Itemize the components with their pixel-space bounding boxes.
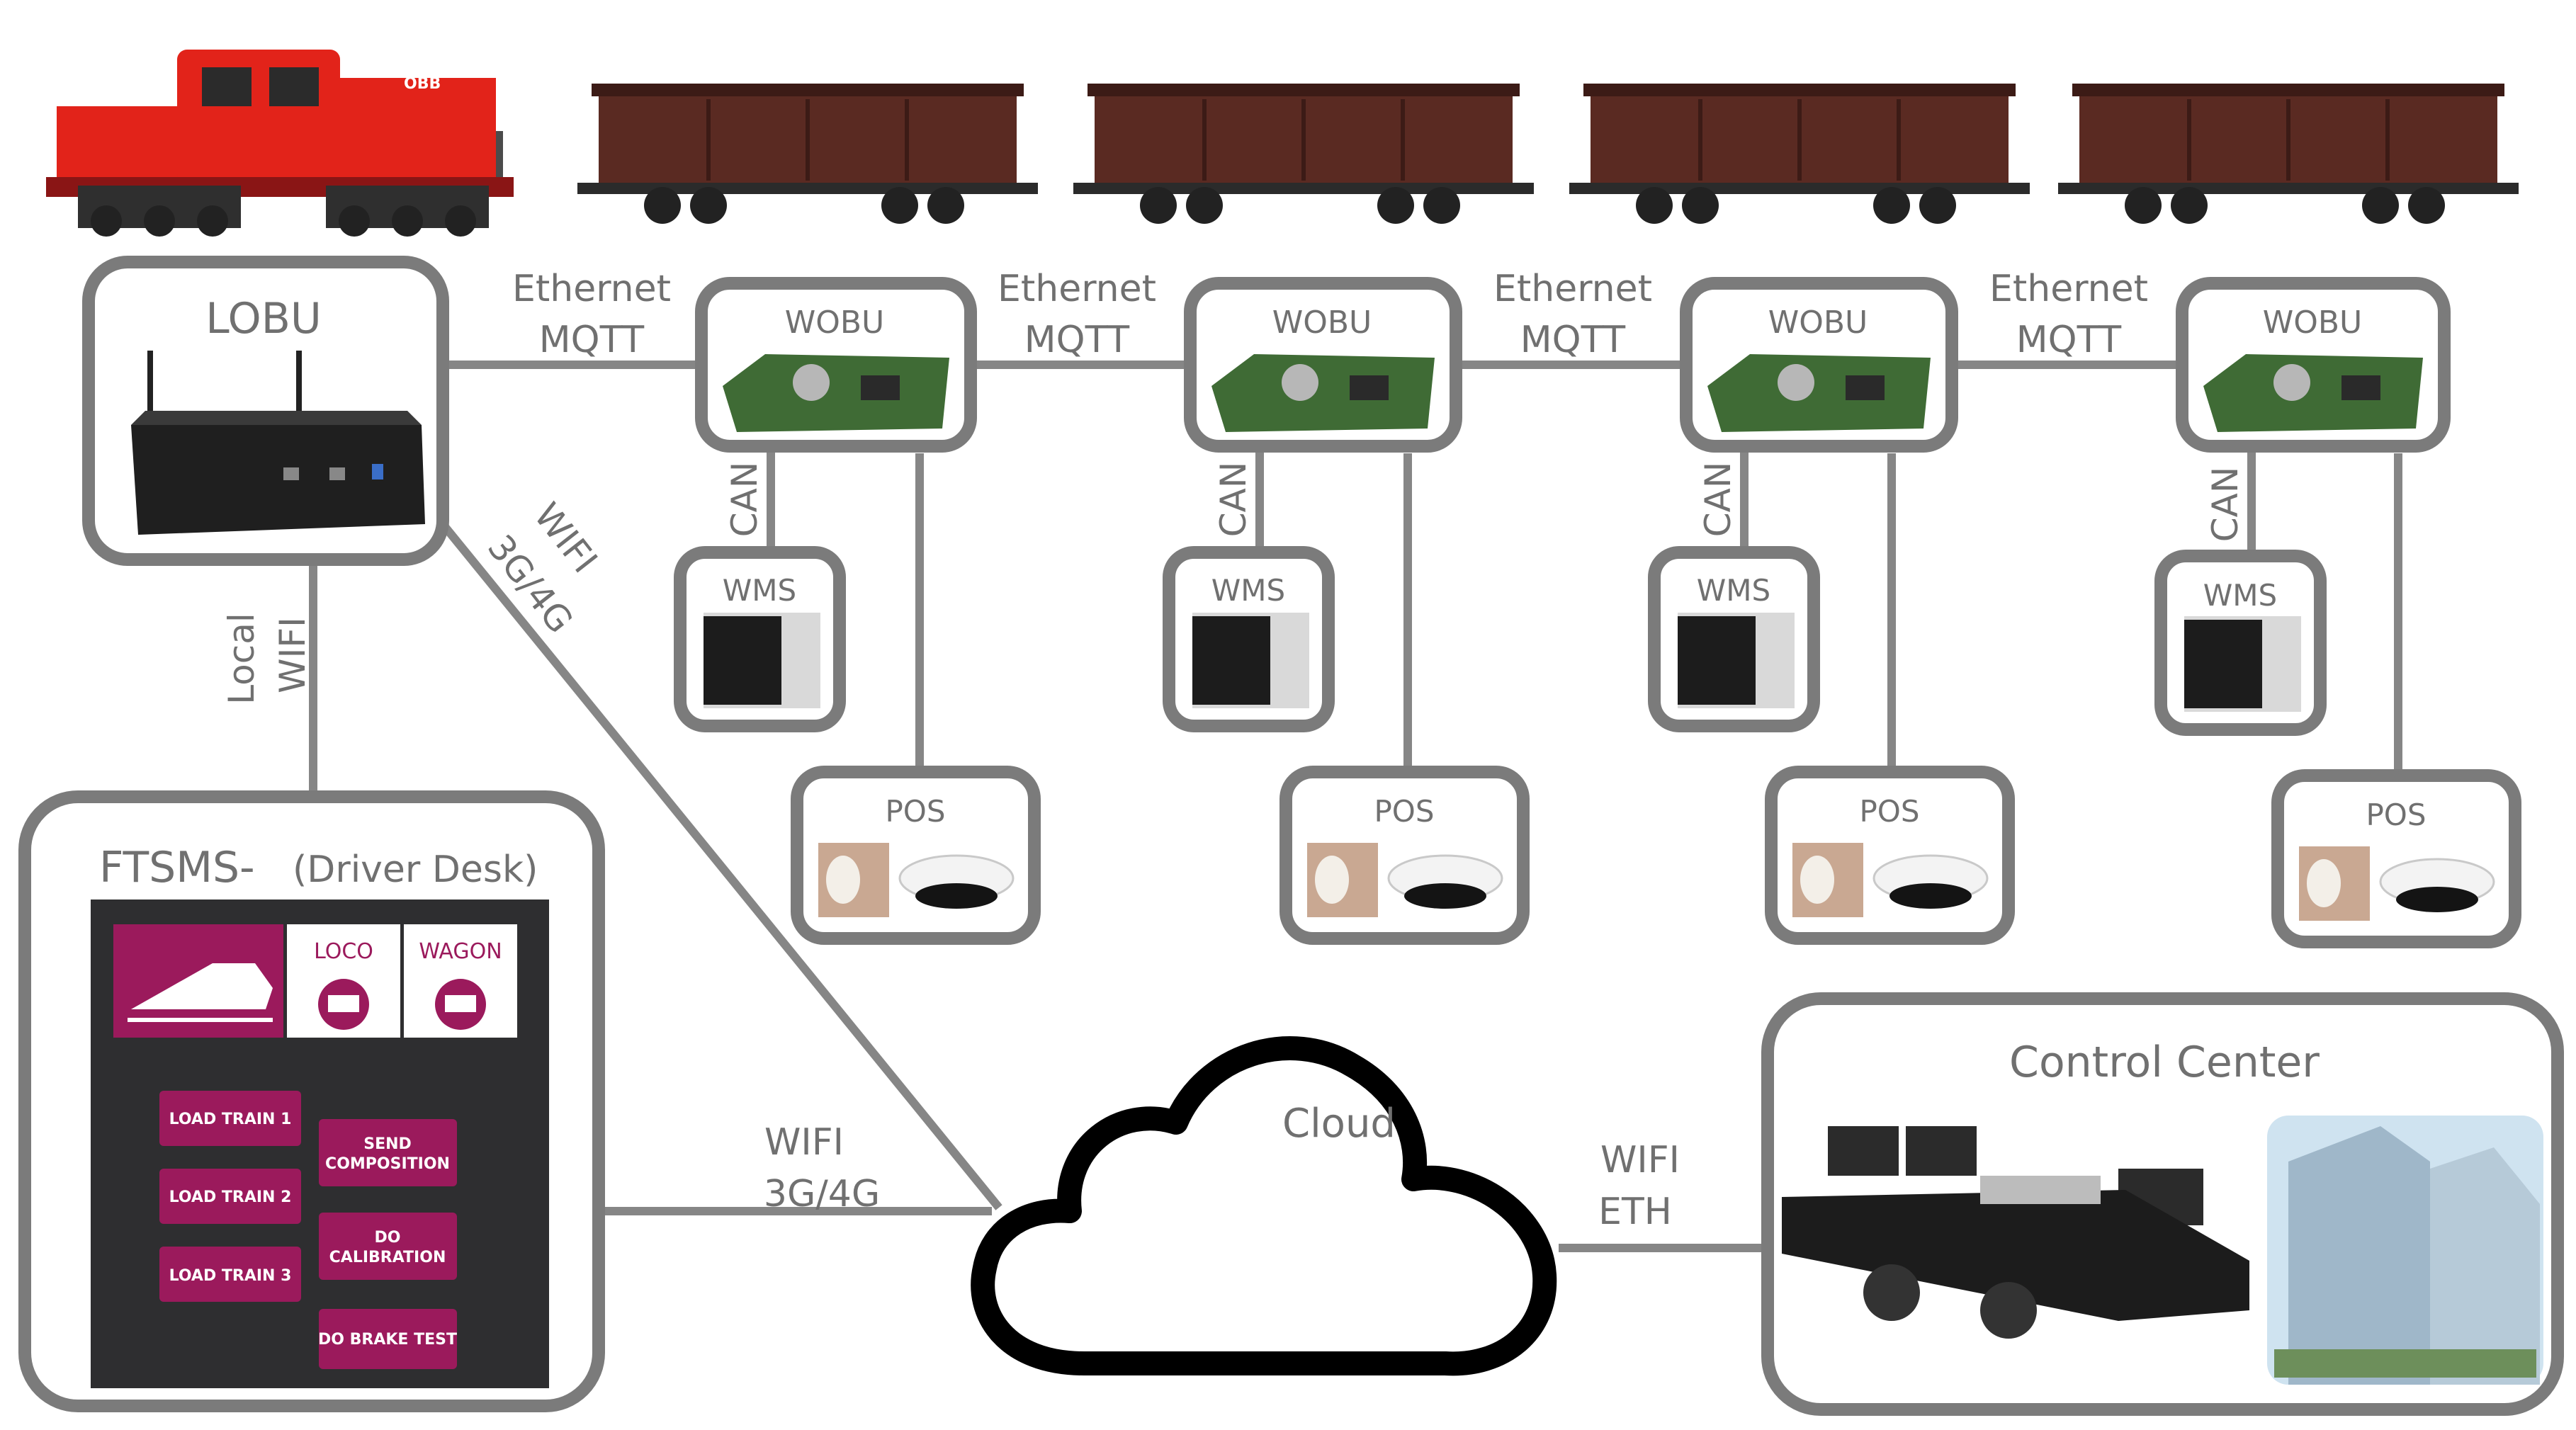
- sensor-module-icon: [704, 613, 820, 708]
- control-center-title: Control Center: [2009, 1038, 2320, 1087]
- can-label-2: CAN: [1213, 462, 1254, 538]
- wagon-image-3: [1569, 84, 2030, 224]
- ethernet-label-2: Ethernet: [998, 268, 1156, 310]
- industrial-pc-icon: [131, 351, 425, 535]
- sensor-module-icon: [2184, 616, 2301, 712]
- load-train-3-button[interactable]: [159, 1247, 301, 1302]
- load-train-1-button[interactable]: [159, 1091, 301, 1146]
- send-composition-label-1: SEND: [363, 1135, 412, 1153]
- can-label-4: CAN: [2205, 467, 2246, 543]
- mqtt-label-1: MQTT: [539, 319, 645, 361]
- tab-wagon-label: WAGON: [419, 939, 502, 964]
- can-label-3: CAN: [1697, 462, 1739, 538]
- circuit-board-icon: [2203, 354, 2423, 432]
- ftsms-cloud-3g4g-label: 3G/4G: [764, 1173, 880, 1215]
- do-calibration-label-1: DO: [375, 1229, 401, 1247]
- sensor-module-icon: [1192, 613, 1309, 708]
- wagon-image-4: [2058, 84, 2519, 224]
- pos-node-3: POS: [1765, 766, 2015, 945]
- wobu-title-1: WOBU: [785, 305, 885, 341]
- ftsms-cloud-wifi-label: WIFI: [764, 1121, 844, 1164]
- wobu-node-3: WOBU: [1680, 277, 1958, 453]
- circuit-board-icon: [723, 354, 949, 432]
- gnss-antenna-icon: [2299, 846, 2495, 921]
- lobu-node: LOBU: [82, 256, 449, 566]
- cloud-icon: [971, 1036, 1557, 1376]
- tab-loco-label: LOCO: [314, 939, 373, 964]
- wagon-image-2: [1073, 84, 1534, 224]
- cloud-label: Cloud: [1282, 1101, 1396, 1147]
- wobu-node-4: WOBU: [2176, 277, 2451, 453]
- svg-text:ÖBB: ÖBB: [404, 74, 441, 93]
- load-train-2-label: LOAD TRAIN 2: [169, 1188, 292, 1206]
- mqtt-label-3: MQTT: [1520, 319, 1626, 361]
- wobu-node-1: WOBU: [695, 277, 977, 453]
- ftsms-subtitle: (Driver Desk): [293, 849, 538, 891]
- locomotive-image: ÖBB: [46, 50, 514, 237]
- circuit-board-icon: [1211, 354, 1435, 432]
- send-composition-label-2: COMPOSITION: [325, 1155, 450, 1173]
- do-brake-test-label: DO BRAKE TEST: [318, 1331, 457, 1349]
- ethernet-label-4: Ethernet: [1989, 268, 2148, 310]
- gnss-antenna-icon: [818, 843, 1015, 917]
- office-building-icon: [2267, 1116, 2543, 1385]
- connection-wires: [309, 361, 2402, 1252]
- pos-title-1: POS: [885, 794, 945, 829]
- do-calibration-label-2: CALIBRATION: [329, 1249, 446, 1266]
- wms-node-2: WMS: [1163, 546, 1335, 732]
- ftsms-node: FTSMS- (Driver Desk) LOCO WAGON LOAD TRA…: [18, 790, 605, 1412]
- pos-node-1: POS: [791, 766, 1041, 945]
- sensor-module-icon: [1678, 613, 1795, 708]
- wobu-node-2: WOBU: [1184, 277, 1462, 453]
- circuit-board-icon: [1707, 354, 1931, 432]
- wms-node-3: WMS: [1648, 546, 1820, 732]
- wms-node-4: WMS: [2154, 550, 2327, 736]
- local-wifi-label: WIFI: [272, 617, 313, 693]
- pos-node-2: POS: [1279, 766, 1530, 945]
- load-train-2-button[interactable]: [159, 1169, 301, 1224]
- pos-node-4: POS: [2271, 769, 2521, 948]
- pos-title-2: POS: [1374, 794, 1434, 829]
- wms-title-1: WMS: [723, 573, 796, 608]
- gnss-antenna-icon: [1307, 843, 1503, 917]
- wobu-title-3: WOBU: [1768, 305, 1868, 341]
- wms-title-4: WMS: [2203, 578, 2277, 613]
- control-center-node: Control Center: [1761, 992, 2564, 1416]
- mqtt-label-2: MQTT: [1024, 319, 1130, 361]
- wms-title-2: WMS: [1211, 573, 1285, 608]
- load-train-1-label: LOAD TRAIN 1: [169, 1111, 292, 1128]
- mqtt-label-4: MQTT: [2016, 319, 2122, 361]
- wms-title-3: WMS: [1697, 573, 1770, 608]
- pos-title-3: POS: [1859, 794, 1919, 829]
- wobu-title-4: WOBU: [2263, 305, 2363, 341]
- operator-console-icon: [1782, 1126, 2249, 1339]
- local-label: Local: [221, 613, 262, 705]
- ethernet-label-1: Ethernet: [512, 268, 671, 310]
- can-label-1: CAN: [724, 462, 765, 538]
- cloud-node: Cloud: [971, 1036, 1557, 1376]
- lobu-title: LOBU: [205, 294, 322, 344]
- do-calibration-button[interactable]: [319, 1213, 457, 1280]
- ftsms-title: FTSMS-: [99, 843, 255, 892]
- ethernet-label-3: Ethernet: [1493, 268, 1652, 310]
- gnss-antenna-icon: [1792, 843, 1989, 917]
- do-brake-test-button[interactable]: [319, 1309, 457, 1369]
- train-icon: [128, 963, 273, 1022]
- pos-title-4: POS: [2366, 798, 2426, 832]
- cloud-cc-eth-label: ETH: [1598, 1191, 1672, 1233]
- load-train-3-label: LOAD TRAIN 3: [169, 1267, 292, 1285]
- wagon-image-1: [577, 84, 1038, 224]
- send-composition-button[interactable]: [319, 1119, 457, 1186]
- cloud-cc-wifi-label: WIFI: [1600, 1139, 1680, 1181]
- wobu-title-2: WOBU: [1272, 305, 1372, 341]
- wms-node-1: WMS: [674, 546, 846, 732]
